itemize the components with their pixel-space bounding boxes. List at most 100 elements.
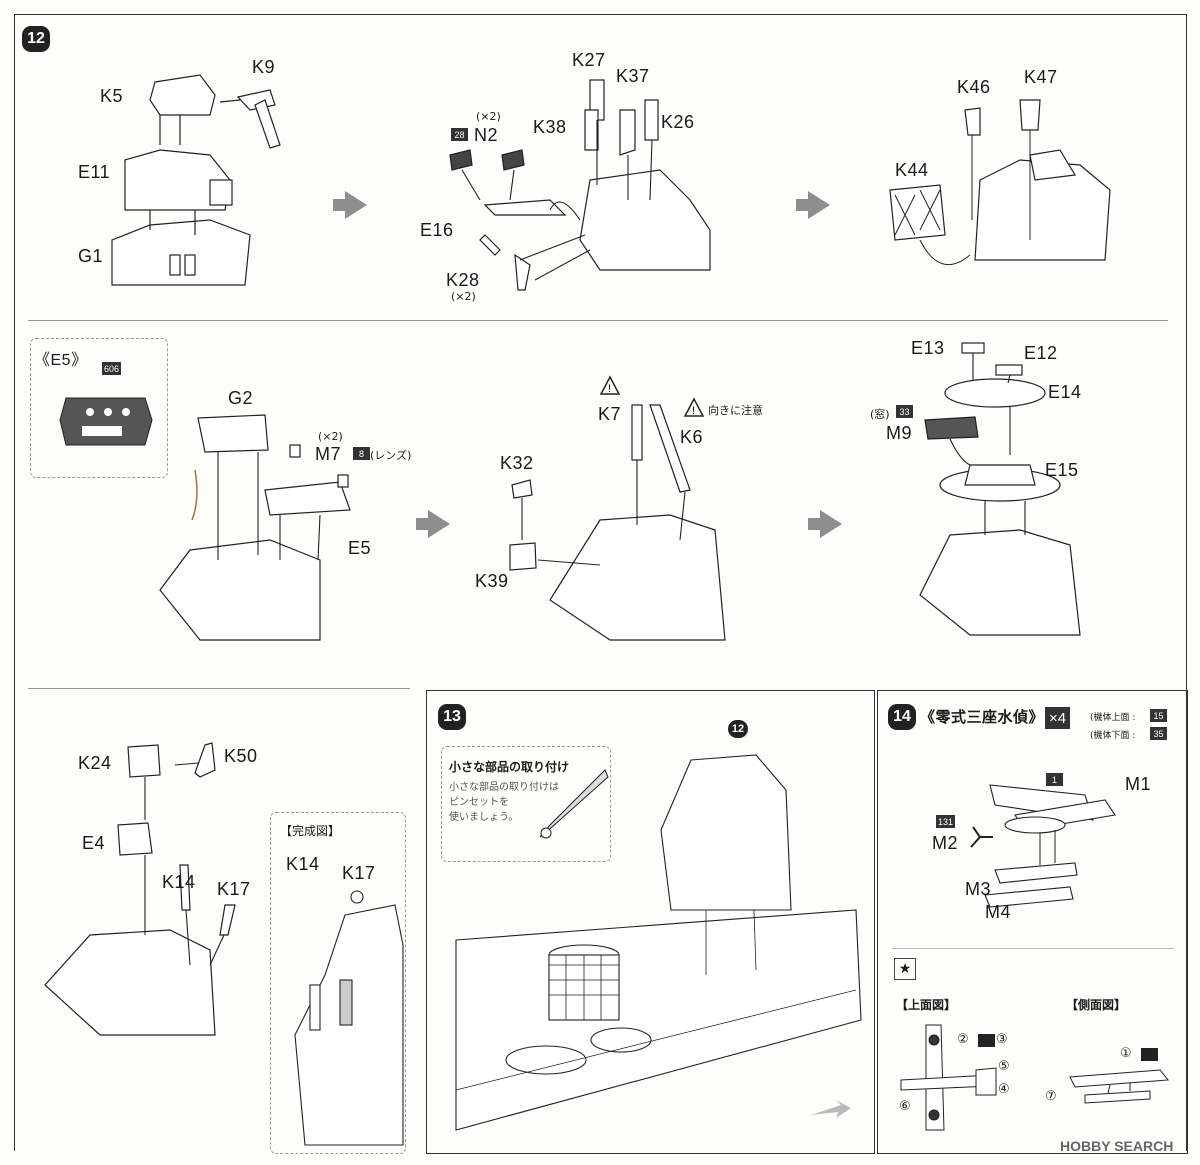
warning-icon-k7: ! xyxy=(599,375,621,395)
top-view-title: 【上面図】 xyxy=(896,998,957,1012)
label-e14: E14 xyxy=(1048,382,1082,402)
label-k46: K46 xyxy=(957,77,991,97)
decal-top-num-4: ④ xyxy=(998,1082,1010,1097)
decal-divider xyxy=(892,948,1174,949)
m2-color-code: 131 xyxy=(936,815,956,828)
label-e11: E11 xyxy=(78,162,111,182)
label-k9: K9 xyxy=(252,57,276,77)
bridge-mast-assembly-drawing xyxy=(449,79,711,291)
label-k24: K24 xyxy=(78,753,112,773)
decal-top-num-3: ⑤ xyxy=(998,1059,1010,1074)
decal-side-num-1: ① xyxy=(1120,1046,1132,1061)
bottom-surface-note: (機体下面 : xyxy=(1090,731,1136,741)
bridge-e4-assembly-drawing xyxy=(44,742,236,1036)
top-surface-note: (機体上面 : xyxy=(1090,713,1136,723)
tweezers-icon xyxy=(539,769,609,839)
decal-side-view-drawing xyxy=(1069,1069,1169,1104)
m9-note: (窓) xyxy=(870,408,890,421)
step-13-panel xyxy=(426,690,875,1154)
label-n2: N2 xyxy=(474,125,499,145)
label-e16: E16 xyxy=(420,220,454,240)
m7-color-code: 8 xyxy=(353,447,370,460)
m9-color-code: 33 xyxy=(896,405,913,418)
label-k27: K27 xyxy=(572,50,606,70)
right-rule xyxy=(1186,14,1187,1151)
top-rule xyxy=(14,14,1186,15)
label-m2: M2 xyxy=(932,833,959,853)
n2-color-code: 28 xyxy=(451,128,468,141)
svg-text:!: ! xyxy=(608,383,611,395)
tweezer-tip-text: 小さな部品の取り付けは ピンセットを 使いましょう。 xyxy=(449,782,559,823)
label-k39: K39 xyxy=(475,571,509,591)
decal-top-num-5: ⑥ xyxy=(899,1099,911,1114)
label-k50: K50 xyxy=(224,746,258,766)
ship-hull-assembly-drawing xyxy=(455,754,862,1131)
hobby-search-watermark: HOBBY SEARCH xyxy=(1060,1138,1174,1154)
tweezer-tip-box xyxy=(441,746,611,862)
bridge-antenna-assembly-drawing xyxy=(889,99,1111,265)
label-e12: E12 xyxy=(1024,343,1058,363)
label-e15: E15 xyxy=(1045,460,1079,480)
label-k7: K7 xyxy=(598,404,622,424)
divider-row1 xyxy=(28,320,1168,321)
left-rule xyxy=(14,14,15,1151)
star-decal-icon: ★ xyxy=(894,958,916,980)
label-k28: K28 xyxy=(446,270,480,290)
step-arrow-2 xyxy=(796,191,830,219)
e5-inset-color-code: 606 xyxy=(102,362,122,375)
top-surface-color-code: 15 xyxy=(1150,709,1167,722)
step-14-badge: 14 xyxy=(888,704,916,730)
bottom-surface-color-code: 35 xyxy=(1150,727,1167,740)
label-g1: G1 xyxy=(78,246,104,266)
label-m7: M7 xyxy=(315,444,342,464)
divider-row2 xyxy=(28,688,410,689)
propeller-icon xyxy=(970,826,993,848)
label-e4: E4 xyxy=(82,833,106,853)
label-k6: K6 xyxy=(680,427,704,447)
m7-note: (レンズ) xyxy=(370,449,412,462)
label-k47: K47 xyxy=(1024,67,1058,87)
label-k44: K44 xyxy=(895,160,929,180)
complete-view-box xyxy=(270,812,406,1154)
step-14-panel xyxy=(877,690,1188,1154)
label-m3: M3 xyxy=(965,879,992,899)
label-k14: K14 xyxy=(162,872,196,892)
step-arrow-1 xyxy=(333,191,367,219)
k28-quantity: (×2) xyxy=(451,290,476,303)
m7-quantity: (×2) xyxy=(318,430,343,443)
label-k26: K26 xyxy=(661,112,695,132)
svg-text:!: ! xyxy=(692,405,695,417)
label-k37: K37 xyxy=(616,66,650,86)
quantity-badge: ×4 xyxy=(1045,707,1071,729)
k6-orientation-note: 向きに注意 xyxy=(708,404,763,417)
label-k38: K38 xyxy=(533,117,567,137)
bridge-k6-k7-assembly-drawing xyxy=(509,404,726,641)
step-14-title: 《零式三座水偵》 xyxy=(920,709,1045,726)
label-k32: K32 xyxy=(500,453,534,473)
label-m9: M9 xyxy=(886,423,913,443)
step-12-badge: 12 xyxy=(22,26,50,52)
label-m1: M1 xyxy=(1125,774,1152,794)
decal-square-2 xyxy=(1141,1048,1158,1061)
step-arrow-3 xyxy=(416,510,450,538)
label-g2: G2 xyxy=(228,388,254,408)
step-arrow-4 xyxy=(808,510,842,538)
decal-top-view-drawing xyxy=(900,1024,997,1131)
complete-view-title: 【完成図】 xyxy=(280,824,341,838)
m1-color-code: 1 xyxy=(1046,773,1063,786)
complete-view-drawing xyxy=(294,890,404,1146)
label-m4: M4 xyxy=(985,902,1012,922)
decal-square-1 xyxy=(978,1034,995,1047)
side-view-title: 【側面図】 xyxy=(1066,998,1127,1012)
label-k17: K17 xyxy=(217,879,251,899)
e5-inset-part-drawing xyxy=(59,397,153,446)
label-e13: E13 xyxy=(911,338,945,358)
tweezer-tip-title: 小さな部品の取り付け xyxy=(449,760,570,774)
n2-quantity: (×2) xyxy=(476,110,501,123)
warning-icon-k6: ! xyxy=(683,397,705,417)
decal-top-num-2: ③ xyxy=(996,1032,1008,1047)
e5-inset-title: 《E5》 xyxy=(34,352,88,369)
complete-label-k17: K17 xyxy=(342,863,376,883)
step-13-badge: 13 xyxy=(438,704,466,730)
decal-side-num-2: ⑦ xyxy=(1045,1089,1057,1104)
